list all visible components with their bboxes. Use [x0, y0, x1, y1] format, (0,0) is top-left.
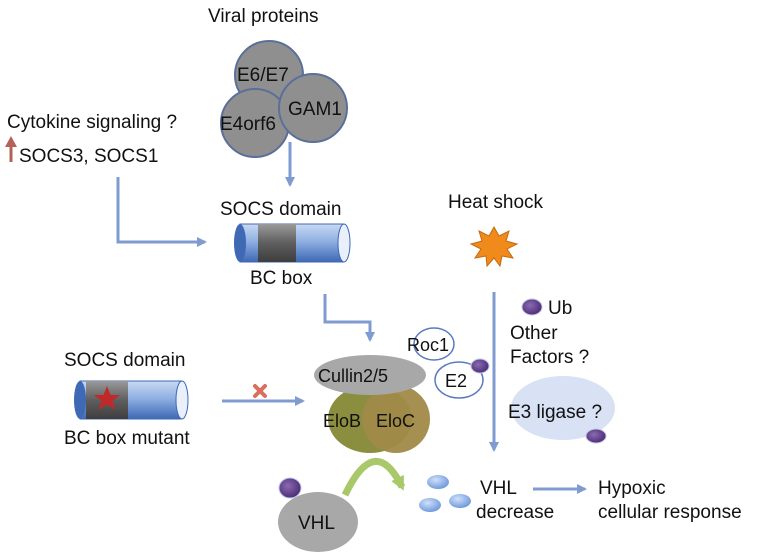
eloc-label: EloC [376, 411, 415, 431]
socs-domain-top-label: SOCS domain [220, 199, 341, 220]
e3-ligase-shape [511, 376, 615, 440]
other-factors-line2: Factors ? [510, 347, 589, 368]
ub-icon [521, 298, 543, 316]
socs-bc-mutant-cylinder [74, 380, 189, 420]
vhl-ub-icon [278, 477, 302, 499]
hypoxic-line1: Hypoxic [598, 478, 666, 499]
socs-bc-cylinder [234, 223, 351, 263]
socs-domain-left-label: SOCS domain [64, 350, 185, 371]
e2-ub-icon [470, 358, 490, 374]
e2-protein [434, 361, 484, 399]
e3-ub-icon [585, 428, 607, 444]
cullin-protein [314, 355, 426, 395]
roc1-label: Roc1 [407, 335, 449, 355]
eloc-protein [362, 385, 430, 453]
up-arrow-head-icon [5, 136, 17, 147]
hypoxic-line2: cellular response [598, 502, 742, 523]
fragment-3 [449, 494, 471, 508]
bc-box-label: BC box [250, 268, 313, 289]
vhl-protein [278, 492, 358, 552]
gam1-label: GAM1 [288, 99, 342, 120]
vhl-decrease-line2: decrease [476, 502, 554, 523]
vhl-label: VHL [298, 513, 335, 534]
gam1-protein [278, 73, 348, 143]
socs-to-complex-arrow [323, 294, 375, 342]
ubiquitination-curved-arrow [341, 457, 406, 497]
explosion-icon [469, 225, 519, 268]
e4orf6-label: E4orf6 [220, 114, 276, 135]
roc1-protein [413, 327, 455, 361]
fragment-1 [427, 475, 449, 489]
other-factors-line1: Other [510, 323, 558, 344]
vhl-decrease-line1: VHL [480, 478, 517, 499]
fragment-2 [419, 498, 441, 512]
cytokine-to-socs-arrow [116, 177, 207, 247]
e3-ligase-label: E3 ligase ? [508, 402, 602, 423]
blocked-x-icon [253, 384, 267, 398]
elob-label: EloB [323, 411, 361, 431]
ub-label: Ub [548, 298, 572, 319]
bc-box-mutant-label: BC box mutant [64, 428, 190, 449]
mutation-star-icon [94, 386, 120, 410]
cullin-label: Cullin2/5 [318, 366, 388, 386]
viral-proteins-label: Viral proteins [208, 6, 319, 27]
cytokine-signaling-label: Cytokine signaling ? [7, 112, 177, 133]
ubiquitin-ligase-complex [314, 327, 490, 453]
heat-shock-label: Heat shock [448, 192, 544, 213]
e2-label: E2 [445, 371, 467, 391]
e6e7-label: E6/E7 [237, 65, 289, 86]
socs3-socs1-label: SOCS3, SOCS1 [19, 146, 158, 167]
